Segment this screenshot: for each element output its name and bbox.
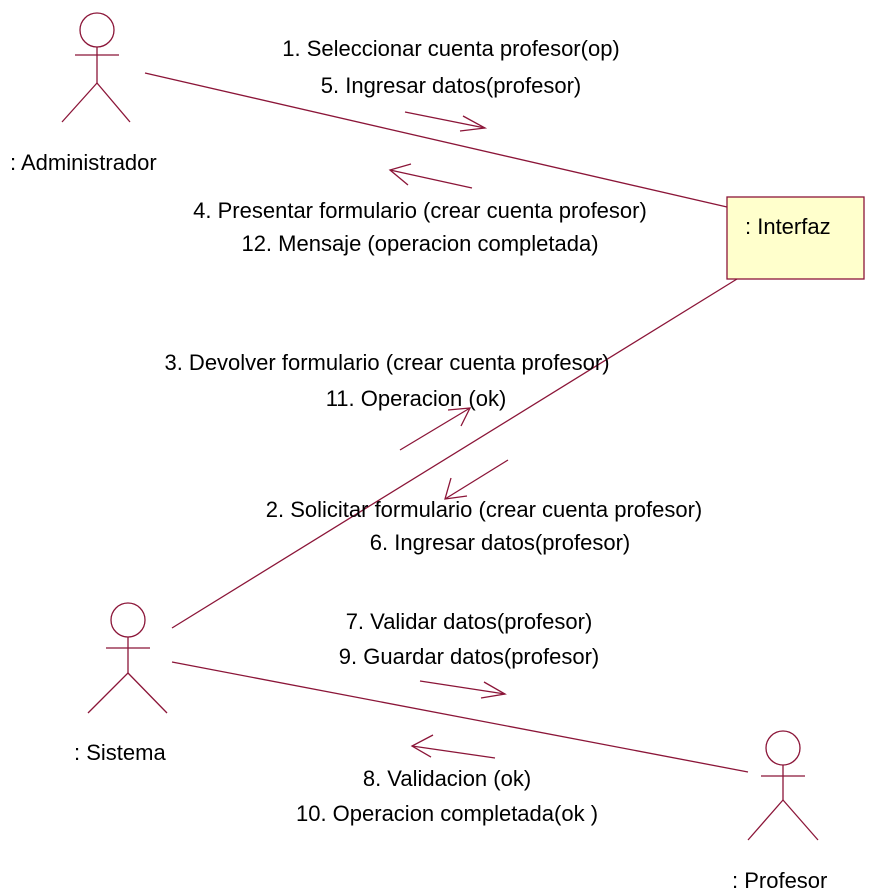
arrow-interface-to-sistema <box>444 459 509 500</box>
actor-sistema[interactable] <box>87 602 168 714</box>
message-label: 8. Validacion (ok) <box>363 766 531 791</box>
message-label: 2. Solicitar formulario (crear cuenta pr… <box>266 497 703 522</box>
arrow-admin-to-interface <box>404 111 488 132</box>
actor-administrador[interactable] <box>61 12 131 123</box>
message-label: 6. Ingresar datos(profesor) <box>370 530 630 555</box>
message-label: 3. Devolver formulario (crear cuenta pro… <box>164 350 609 375</box>
link-sistema-interfaz <box>171 278 738 629</box>
interface-box[interactable] <box>726 196 865 280</box>
actor-label-sistema: : Sistema <box>74 740 166 765</box>
arrow-sistema-to-profesor <box>419 680 507 699</box>
interface-label: : Interfaz <box>745 214 831 239</box>
message-label: 4. Presentar formulario (crear cuenta pr… <box>193 198 647 223</box>
arrow-sistema-to-interface <box>399 407 472 451</box>
message-label: 11. Operacion (ok) <box>326 386 507 411</box>
message-label: 5. Ingresar datos(profesor) <box>321 73 581 98</box>
arrow-profesor-to-sistema <box>410 734 496 759</box>
arrow-interface-to-admin <box>388 163 473 189</box>
link-administrador-interfaz <box>144 72 728 208</box>
message-label: 9. Guardar datos(profesor) <box>339 644 599 669</box>
message-label: 1. Seleccionar cuenta profesor(op) <box>282 36 620 61</box>
message-label: 7. Validar datos(profesor) <box>346 609 593 634</box>
actor-profesor[interactable] <box>747 730 819 841</box>
message-label: 12. Mensaje (operacion completada) <box>241 231 598 256</box>
link-sistema-profesor <box>171 661 749 773</box>
actor-label-profesor: : Profesor <box>732 868 827 893</box>
message-label: 10. Operacion completada(ok ) <box>296 801 598 826</box>
actor-label-administrador: : Administrador <box>10 150 157 175</box>
